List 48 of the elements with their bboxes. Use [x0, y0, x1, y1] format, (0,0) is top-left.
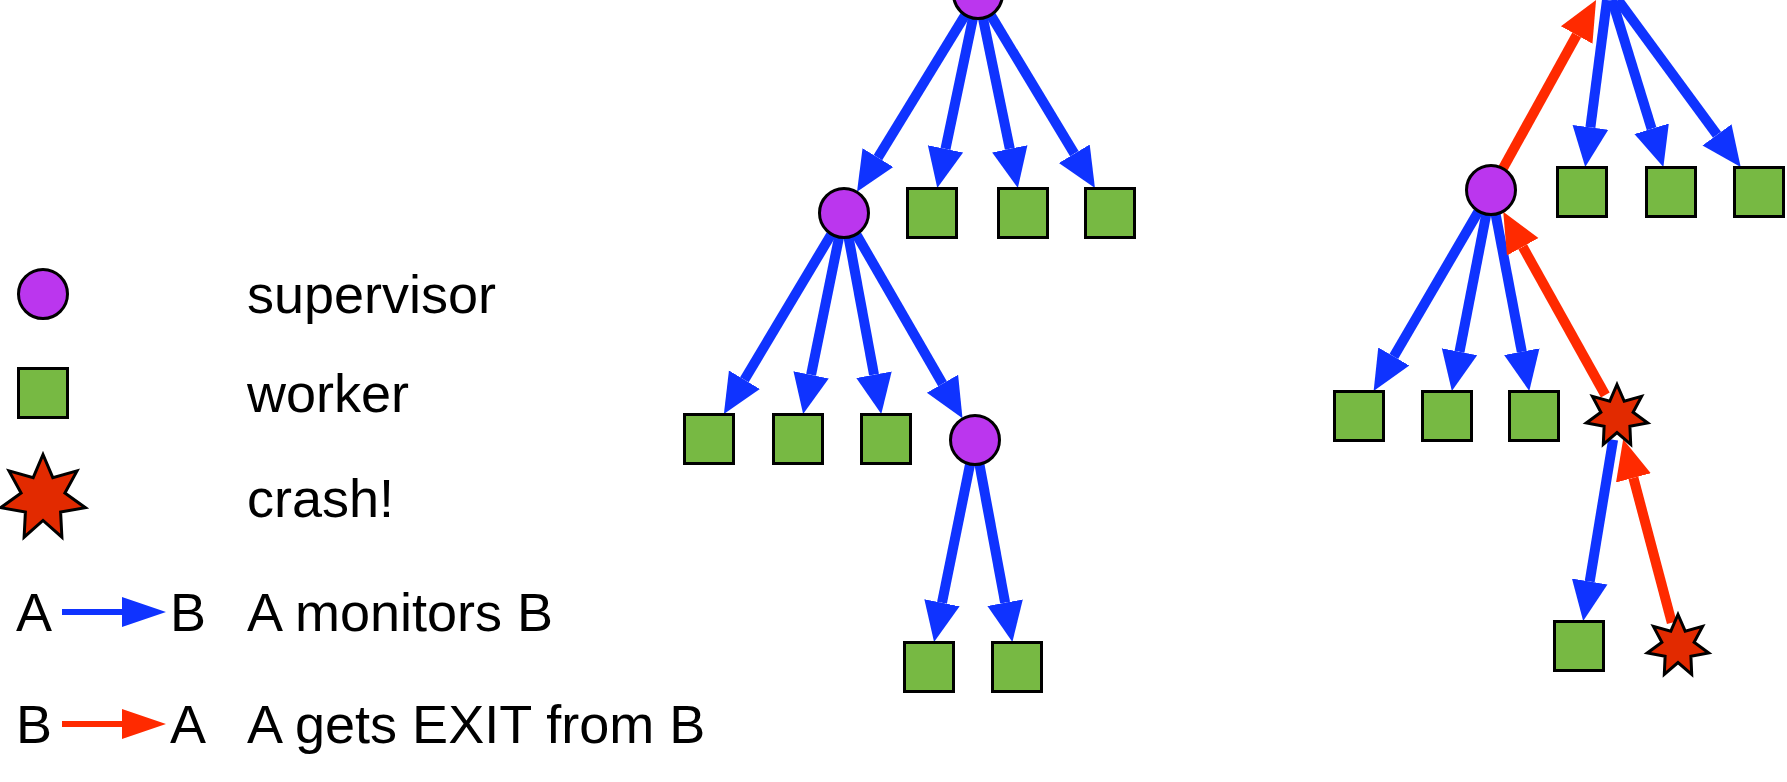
worker-square: [906, 187, 958, 239]
arrow: [723, 231, 836, 415]
arrow: [1441, 213, 1492, 391]
legend-text: crash!: [247, 468, 395, 528]
supervisor-circle: [949, 414, 1001, 466]
arrow: [974, 463, 1023, 643]
worker-square: [1733, 166, 1785, 218]
arrow: [852, 232, 963, 419]
worker-square: [1556, 166, 1608, 218]
worker-square: [1421, 390, 1473, 442]
legend-text: A monitors B: [247, 582, 554, 642]
arrow: [1607, 0, 1669, 168]
arrow: [1616, 439, 1677, 625]
worker-square: [997, 187, 1049, 239]
arrow: [793, 236, 844, 414]
arrow: [1490, 213, 1540, 391]
arrow: [978, 17, 1028, 188]
arrow: [857, 12, 970, 192]
worker-square: [1645, 166, 1697, 218]
worker-square: [1508, 390, 1560, 442]
letter-label: B: [16, 694, 53, 754]
worker-square: [772, 413, 824, 465]
arrow: [1572, 0, 1612, 167]
letter-label: B: [170, 582, 207, 642]
worker-square: [991, 641, 1043, 693]
letter-label: A: [170, 694, 207, 754]
legend-text: supervisor: [247, 264, 497, 324]
arrow: [1571, 438, 1619, 621]
arrow: [1498, 0, 1597, 171]
arrow: [1503, 211, 1610, 398]
worker-square: [683, 413, 735, 465]
letter-label: A: [16, 582, 53, 642]
supervisor-circle: [818, 187, 870, 239]
arrow: [843, 236, 892, 415]
legend-text: A gets EXIT from B: [247, 694, 706, 754]
arrow: [1373, 209, 1483, 392]
arrow: [924, 463, 975, 642]
worker-square: [1553, 620, 1605, 672]
worker-square: [1084, 187, 1136, 239]
worker-square: [1333, 390, 1385, 442]
arrow: [986, 12, 1095, 188]
legend-text: worker: [247, 363, 410, 423]
worker-square: [860, 413, 912, 465]
crash-star: [1584, 383, 1650, 449]
arrow: [927, 17, 978, 189]
crash-star: [1645, 613, 1711, 679]
worker-square: [903, 641, 955, 693]
supervisor-circle: [1465, 164, 1517, 216]
